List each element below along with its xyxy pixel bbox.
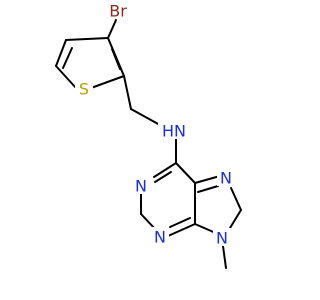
bond — [123, 75, 132, 110]
bond — [107, 19, 117, 39]
bond — [167, 223, 196, 237]
purine-n9-label: N — [216, 229, 228, 248]
bond — [62, 47, 73, 69]
bond — [90, 75, 125, 89]
bond — [230, 187, 242, 211]
bond — [153, 162, 177, 178]
atom-nh: H N — [158, 121, 188, 141]
bond — [197, 185, 219, 193]
bond — [222, 245, 227, 269]
atom-s: S — [75, 79, 93, 99]
structure-canvas: Br S H N N N N N — [55, 2, 242, 269]
amine-h-label: H — [162, 122, 174, 141]
bond — [229, 209, 242, 229]
bond — [55, 65, 77, 89]
bond — [169, 217, 191, 228]
bond — [65, 37, 109, 41]
bond — [55, 39, 67, 67]
purine-n3-label: N — [154, 228, 166, 247]
thiophene-ring — [55, 37, 125, 89]
atom-n9: N — [213, 228, 231, 248]
bond — [194, 175, 221, 184]
molecule-drawing: Br S H N N N N N — [55, 2, 242, 269]
bond — [175, 162, 196, 184]
bond — [154, 171, 172, 183]
atom-n3: N — [151, 227, 169, 247]
bromine-label: Br — [109, 2, 127, 21]
bond — [130, 108, 161, 126]
pyrimidine-ring — [140, 162, 196, 237]
atom-n7: N — [217, 168, 235, 188]
amine-n-label: N — [174, 122, 186, 141]
purine-n7-label: N — [220, 169, 232, 188]
atom-n1: N — [132, 176, 150, 196]
bond — [111, 48, 121, 70]
purine-n1-label: N — [135, 177, 147, 196]
atom-br: Br — [109, 2, 127, 21]
sulfur-label: S — [79, 80, 89, 99]
